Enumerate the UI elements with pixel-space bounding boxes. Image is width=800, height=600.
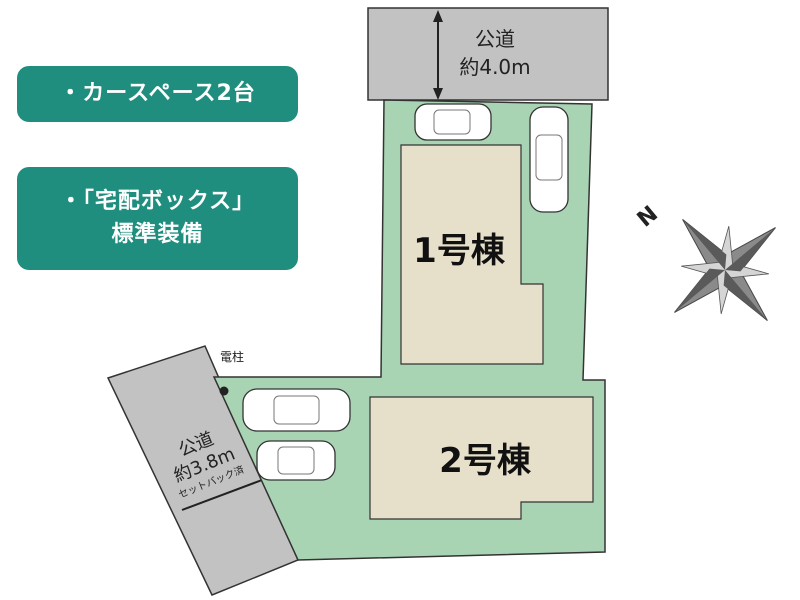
car-top-vertical: [529, 106, 569, 213]
car-top-horizontal: [414, 103, 492, 141]
car-space-text: ・カースペース2台: [59, 81, 256, 106]
top-road-arrow-down: [433, 88, 443, 100]
top-road-label: 公道: [475, 27, 515, 51]
building-1: [400, 144, 544, 365]
car-bottom-small: [256, 440, 336, 481]
car-space-badge: ・カースペース2台: [17, 66, 298, 122]
top-road: [367, 7, 609, 101]
car-bottom-large: [242, 388, 351, 432]
building-2-label: 2号棟: [439, 441, 532, 481]
compass-north-label: N: [633, 202, 663, 233]
delivery-box-line2: 標準装備: [111, 222, 204, 247]
delivery-box-badge: ・「宅配ボックス」 標準装備: [17, 167, 298, 270]
left-road-dimension-line: [181, 479, 263, 511]
compass-rose: [674, 219, 776, 321]
building-1-label: 1号棟: [413, 231, 506, 271]
utility-pole-marker: [219, 386, 229, 396]
top-road-arrow-up: [433, 10, 443, 22]
top-road-width: 約4.0m: [459, 55, 530, 79]
delivery-box-line1: ・「宅配ボックス」: [59, 189, 256, 214]
utility-pole-label: 電柱: [220, 349, 244, 364]
building-2: [369, 396, 594, 520]
